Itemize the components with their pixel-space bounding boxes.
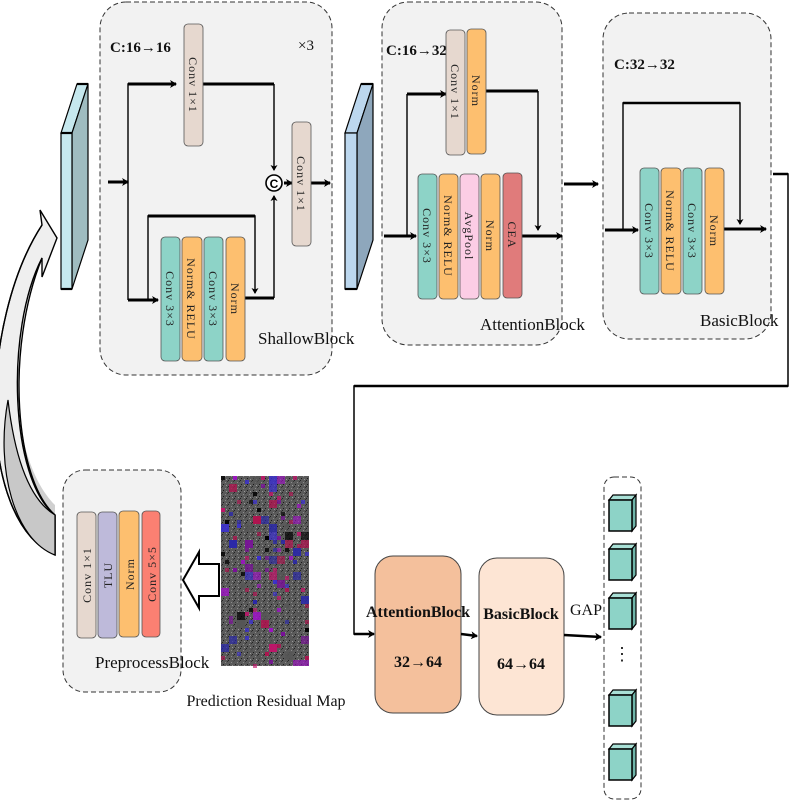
preprocess-block[interactable]: PreprocessBlock Conv 1×1 TLU Norm Conv 5… [62,469,210,693]
svg-text:AttentionBlock: AttentionBlock [366,604,470,621]
svg-text:Conv 3×3: Conv 3×3 [685,203,699,259]
ellipsis: ⋮ [613,644,631,664]
shallow-out-conv1x1[interactable]: Conv 1×1 [291,121,312,247]
preprocess-norm[interactable]: Norm [118,510,140,638]
attention-channels: C:16→32 [386,43,447,59]
attention-cea[interactable]: CEA [502,172,523,299]
output-feature-vector: ⋮ [603,476,642,800]
svg-text:TLU: TLU [101,562,115,588]
attention-top-norm[interactable]: Norm [466,28,487,155]
shallow-conv3x3-a[interactable]: Conv 3×3 [160,236,181,362]
attention-block-32-64[interactable]: AttentionBlock 32→64 [366,555,470,714]
feature-cube [607,493,638,533]
attention-norm-relu[interactable]: Norm& RELU [438,173,459,300]
basic-channels: C:32→32 [614,57,675,73]
basic-block-title: BasicBlock [700,311,779,330]
input-hollow-arrow [181,548,220,612]
svg-text:CEA: CEA [505,222,519,249]
residual-map-caption: Prediction Residual Map [186,693,345,710]
basic-norm-relu[interactable]: Norm& RELU [660,167,682,295]
basic-block-64-64[interactable]: BasicBlock 64→64 [478,557,565,716]
svg-text:32→64: 32→64 [394,654,442,671]
feature-map-32ch [344,82,374,291]
svg-text:Conv 5×5: Conv 5×5 [145,546,159,602]
shallow-repeat: ×3 [298,38,314,54]
prediction-residual-map [221,476,309,668]
concat-node: C [265,174,283,192]
svg-text:Conv 1×1: Conv 1×1 [294,156,308,212]
attention-top-conv1x1[interactable]: Conv 1×1 [445,29,466,156]
basic-conv3x3-b[interactable]: Conv 3×3 [682,167,703,295]
basic-conv3x3-a[interactable]: Conv 3×3 [639,167,660,295]
preprocess-block-title: PreprocessBlock [95,653,210,672]
attention-norm[interactable]: Norm [480,173,501,300]
feature-cube [607,542,638,582]
svg-text:BasicBlock: BasicBlock [483,606,559,623]
shallow-norm[interactable]: Norm [225,236,246,362]
svg-text:Conv 1×1: Conv 1×1 [448,64,462,120]
attention-conv3x3[interactable]: Conv 3×3 [417,173,438,300]
svg-text:Conv 3×3: Conv 3×3 [420,208,434,264]
feature-cube [607,591,638,631]
svg-text:Conv 3×3: Conv 3×3 [163,271,177,327]
svg-text:Conv 1×1: Conv 1×1 [80,547,94,603]
feature-cube [607,688,638,728]
shallow-block[interactable]: C:16→16 ×3 ShallowBlock C Conv 1×1 Conv … [99,1,355,376]
svg-text:Norm: Norm [123,558,137,590]
svg-text:Norm& RELU: Norm& RELU [663,190,677,272]
svg-text:Norm& RELU: Norm& RELU [184,258,198,340]
gap-label: GAP [570,602,602,619]
shallow-channels: C:16→16 [110,40,171,56]
flow-arrow [460,631,478,640]
svg-text:Norm& RELU: Norm& RELU [441,195,455,277]
svg-text:Norm: Norm [228,283,242,315]
shallow-top-conv1x1[interactable]: Conv 1×1 [183,23,204,147]
shallow-conv3x3-b[interactable]: Conv 3×3 [203,236,224,362]
shallow-norm-relu[interactable]: Norm& RELU [181,236,203,362]
basic-norm[interactable]: Norm [704,167,725,295]
shallow-block-title: ShallowBlock [258,329,355,348]
feature-map-16ch [60,82,89,291]
feature-cube [607,742,638,782]
preprocess-tlu[interactable]: TLU [97,511,118,639]
curved-flow-arrow [0,209,58,557]
gap-arrow [563,632,602,641]
svg-text:Conv 3×3: Conv 3×3 [206,271,220,327]
svg-text:AvgPool: AvgPool [462,212,476,261]
basic-block[interactable]: C:32→32 BasicBlock Conv 3×3 Norm& RELU C… [602,12,779,340]
svg-text:Conv 3×3: Conv 3×3 [642,203,656,259]
svg-text:Norm: Norm [483,220,497,252]
attention-avgpool[interactable]: AvgPool [459,173,480,300]
svg-text:Norm: Norm [707,215,721,247]
preprocess-conv5x5[interactable]: Conv 5×5 [141,510,161,638]
svg-text:64→64: 64→64 [497,656,545,673]
svg-text:Norm: Norm [469,75,483,107]
attention-block-title: AttentionBlock [480,315,585,334]
svg-text:Conv 1×1: Conv 1×1 [186,57,200,113]
preprocess-conv1x1[interactable]: Conv 1×1 [76,511,97,639]
svg-text:C: C [270,177,279,191]
attention-block[interactable]: C:16→32 AttentionBlock Conv 1×1 Norm Con… [381,1,585,346]
